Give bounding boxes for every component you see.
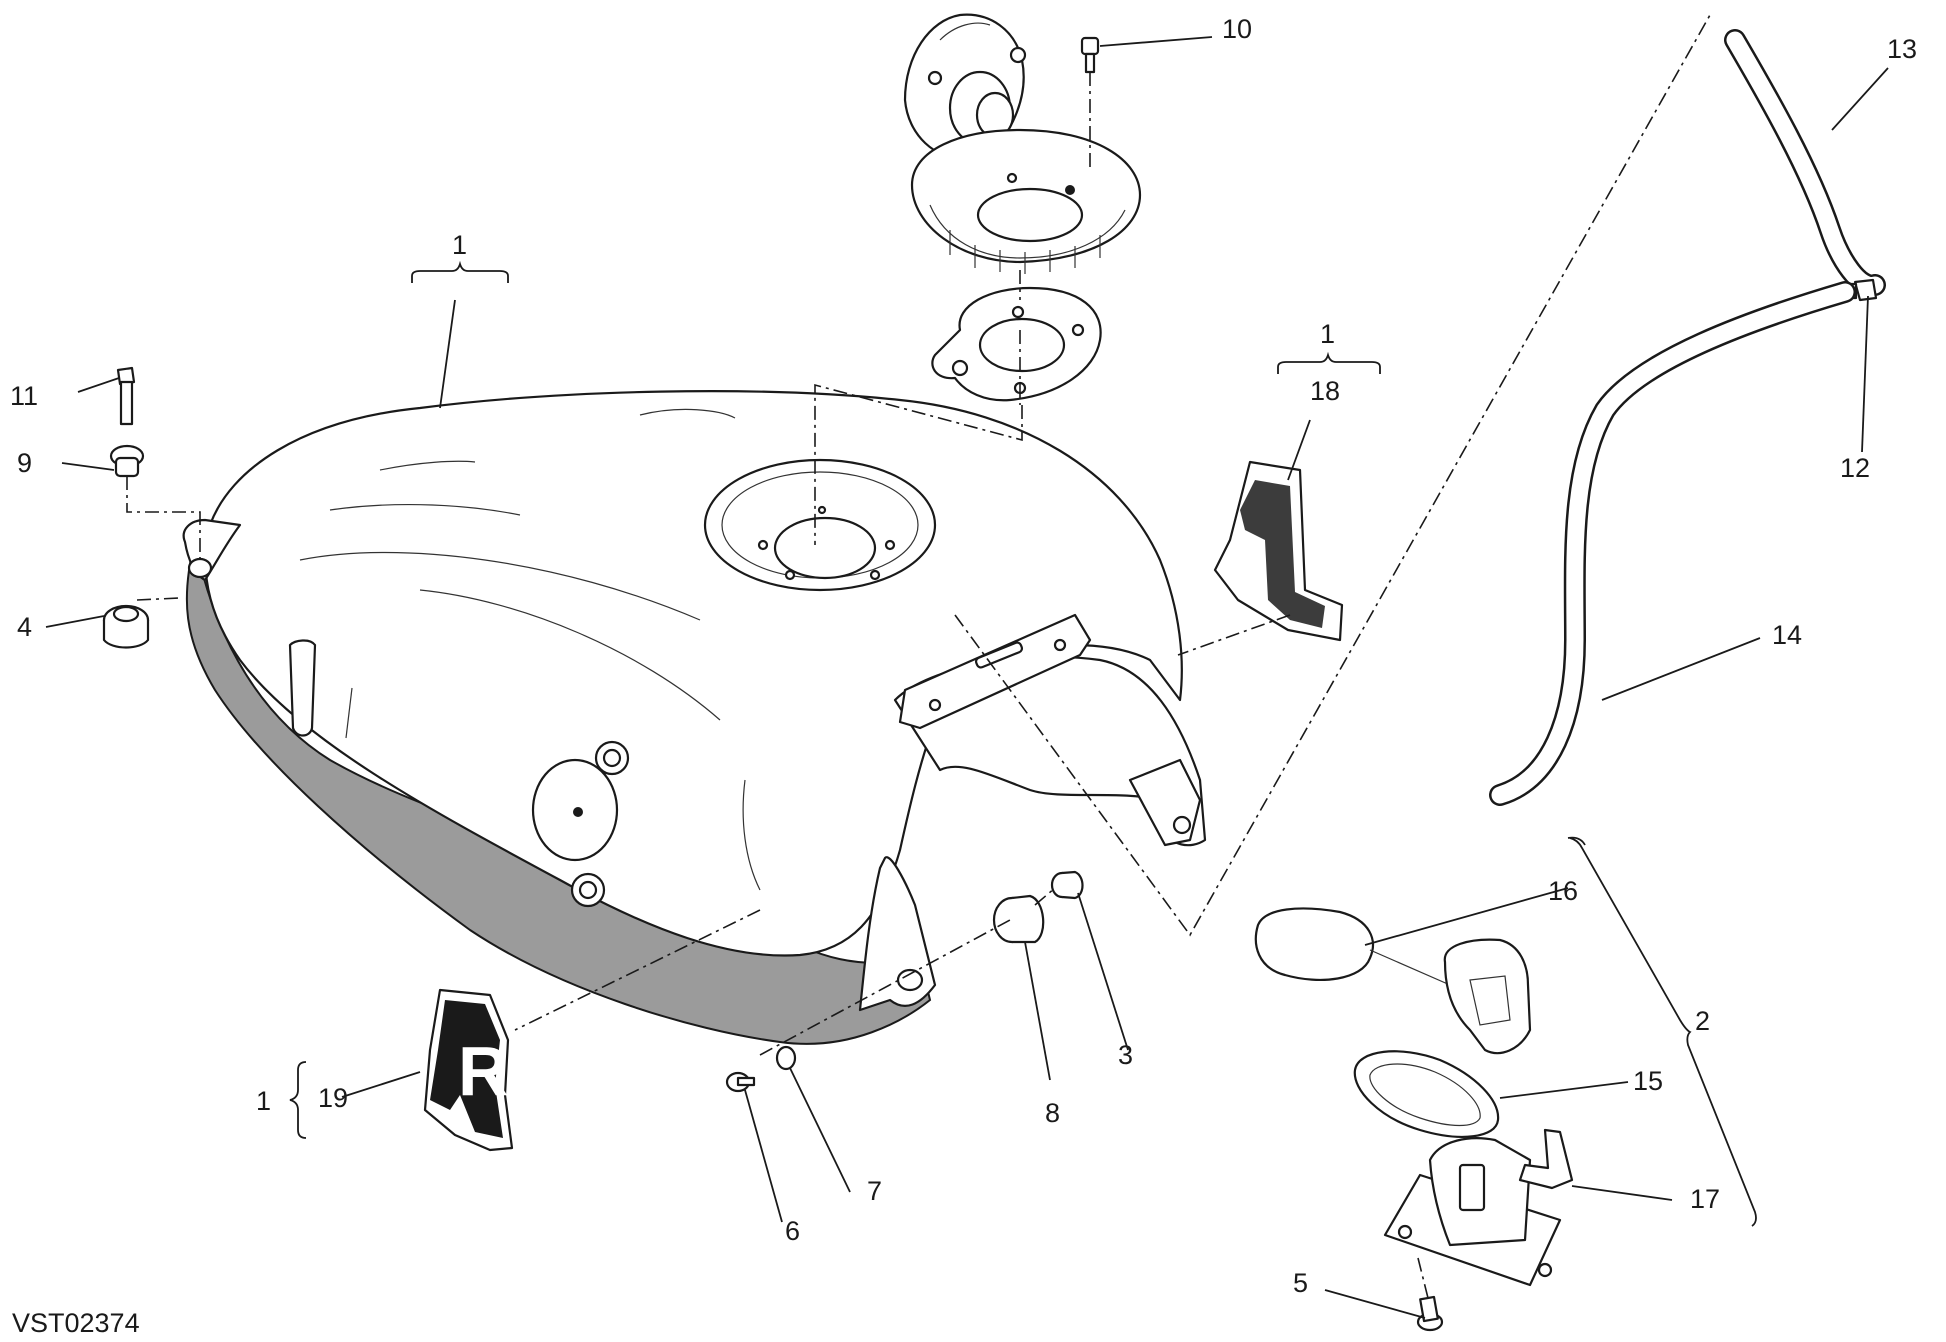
washer-9[interactable] (109, 444, 145, 478)
callout-19: 19 (318, 1083, 348, 1113)
filler-gasket[interactable] (931, 286, 1102, 402)
callout-1-bottom: 1 (256, 1086, 271, 1116)
screw-6[interactable] (725, 1071, 756, 1093)
group-braces (289, 260, 1757, 1227)
callout-4: 4 (17, 612, 32, 642)
callout-5: 5 (1293, 1268, 1308, 1298)
callout-1-top: 1 (452, 230, 467, 260)
vent-hose-13[interactable] (1724, 29, 1886, 297)
spacer-3[interactable] (1050, 870, 1084, 900)
callout-12: 12 (1840, 453, 1870, 483)
washer-7[interactable] (775, 1045, 797, 1071)
callout-13: 13 (1887, 34, 1917, 64)
callout-14: 14 (1772, 620, 1802, 650)
callout-2: 2 (1695, 1006, 1710, 1036)
screw-10[interactable] (1080, 36, 1100, 74)
callout-labels: 1 1 1 2 3 4 5 6 7 8 9 10 11 12 13 14 15 … (10, 14, 1917, 1338)
callout-11: 11 (10, 381, 38, 411)
fuel-filler-cap[interactable] (903, 13, 1142, 274)
decal-letter: R (458, 1032, 509, 1110)
callout-15: 15 (1633, 1066, 1663, 1096)
callout-10: 10 (1222, 14, 1252, 44)
assembly-centerlines (126, 14, 1711, 1299)
decal-18[interactable] (1213, 460, 1344, 642)
callout-3: 3 (1118, 1040, 1133, 1070)
callout-16: 16 (1548, 876, 1578, 906)
fuel-pump-17[interactable] (1383, 1128, 1574, 1287)
fuel-tank[interactable] (182, 390, 1207, 1045)
callout-8: 8 (1045, 1098, 1060, 1128)
callout-17: 17 (1690, 1184, 1720, 1214)
grommet-4[interactable] (102, 604, 150, 649)
decal-19[interactable]: R (423, 988, 514, 1152)
callout-1-right: 1 (1320, 319, 1335, 349)
callout-18: 18 (1310, 376, 1340, 406)
rubber-mount-8[interactable] (992, 894, 1045, 944)
level-sensor-16[interactable] (1254, 907, 1532, 1055)
pump-gasket-15[interactable] (1353, 1050, 1500, 1138)
bolt-11[interactable] (116, 366, 136, 426)
callout-6: 6 (785, 1216, 800, 1246)
callout-7: 7 (867, 1176, 882, 1206)
screw-5[interactable] (1416, 1295, 1444, 1332)
diagram-code: VST02374 (12, 1308, 140, 1338)
callout-9: 9 (17, 448, 32, 478)
drain-hose-14[interactable] (1489, 281, 1856, 806)
leader-lines (45, 36, 1889, 1319)
